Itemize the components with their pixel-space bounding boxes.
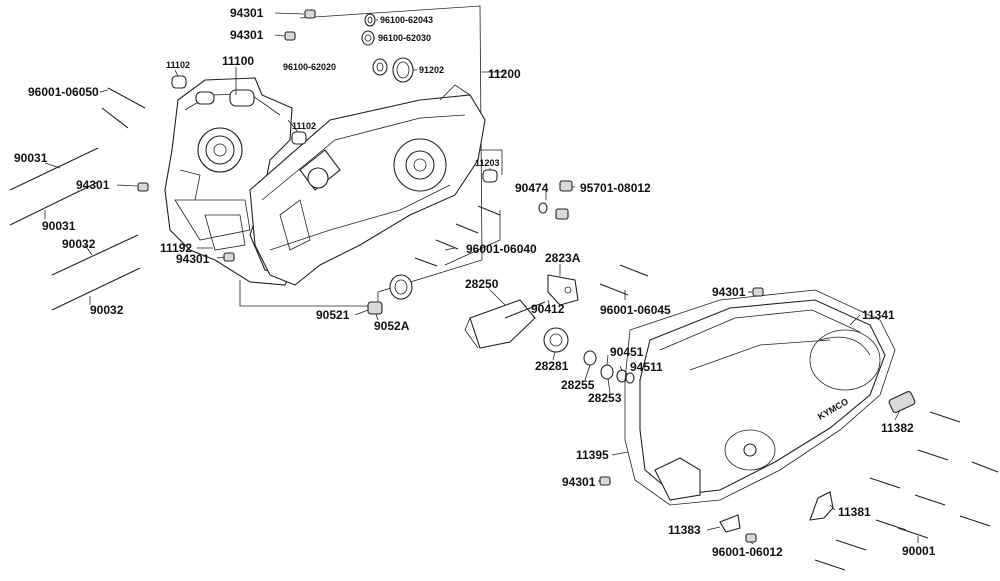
- label-96001-06045: 96001-06045: [600, 303, 671, 317]
- label-94301-d: 94301: [176, 252, 210, 266]
- label-90521: 90521: [316, 308, 350, 322]
- label-9052A: 9052A: [374, 319, 410, 333]
- center-bolts: [367, 180, 649, 315]
- label-11200: 11200: [488, 67, 521, 81]
- plug-94301-b: [284, 31, 296, 41]
- plug-94301-c: [137, 182, 149, 192]
- label-90412: 90412: [531, 302, 565, 316]
- label-96001-06050: 96001-06050: [28, 85, 99, 99]
- label-11381: 11381: [838, 505, 871, 519]
- part-labels: 94301 94301 96100-62043 96100-62030 9610…: [14, 6, 936, 559]
- dowel-11102-b: [291, 131, 307, 145]
- label-96001-06012: 96001-06012: [712, 545, 783, 559]
- label-11102-a: 11102: [166, 60, 190, 70]
- cover-11341: KYMCO: [624, 289, 916, 533]
- label-94301-f: 94301: [562, 475, 596, 489]
- label-90451: 90451: [610, 345, 644, 359]
- label-11203: 11203: [475, 158, 500, 168]
- crankcase-right-body: [249, 84, 486, 286]
- clip-11383: [719, 514, 741, 533]
- label-96100-62043: 96100-62043: [380, 15, 433, 25]
- leader-lines: [44, 12, 919, 545]
- drain-plug-90521: [367, 301, 383, 315]
- dowel-11203: [482, 169, 498, 183]
- label-90474: 90474: [515, 181, 549, 195]
- plug-94301-a: [304, 9, 316, 19]
- crankcase-left-11100: [164, 77, 293, 286]
- label-94301-c: 94301: [76, 178, 110, 192]
- label-11383: 11383: [668, 523, 701, 537]
- label-90031-a: 90031: [14, 151, 48, 165]
- label-11341: 11341: [862, 308, 895, 322]
- label-95701-08012: 95701-08012: [580, 181, 651, 195]
- label-90032-a: 90032: [62, 237, 96, 251]
- label-94301-e: 94301: [712, 285, 746, 299]
- label-96100-62030: 96100-62030: [378, 33, 431, 43]
- group-11200-bracket: [239, 5, 505, 307]
- cover-bolts: [599, 287, 999, 571]
- label-91202: 91202: [419, 65, 444, 75]
- label-28250: 28250: [465, 277, 499, 291]
- label-90032-b: 90032: [90, 303, 124, 317]
- label-11100: 11100: [222, 54, 254, 68]
- label-96001-06040: 96001-06040: [466, 242, 537, 256]
- label-2823A: 2823A: [545, 251, 581, 265]
- label-94511: 94511: [630, 360, 663, 374]
- label-94301-a: 94301: [230, 6, 264, 20]
- label-28281: 28281: [535, 359, 569, 373]
- label-28253: 28253: [588, 391, 622, 405]
- label-96100-62020: 96100-62020: [283, 62, 336, 72]
- label-28255: 28255: [561, 378, 595, 392]
- label-94301-b: 94301: [230, 28, 264, 42]
- label-11382: 11382: [881, 421, 914, 435]
- plug-94301-d: [223, 252, 235, 262]
- top-small-parts: [171, 9, 498, 183]
- label-11102-b: 11102: [292, 121, 316, 131]
- label-90001: 90001: [902, 544, 936, 558]
- label-90031-b: 90031: [42, 219, 76, 233]
- clip-11381: [809, 491, 834, 521]
- label-11395: 11395: [576, 448, 609, 462]
- dowel-11102-a: [171, 75, 187, 89]
- bracket-11382: [888, 391, 916, 413]
- left-studs: [9, 87, 235, 311]
- label-11192: 11192: [160, 241, 192, 255]
